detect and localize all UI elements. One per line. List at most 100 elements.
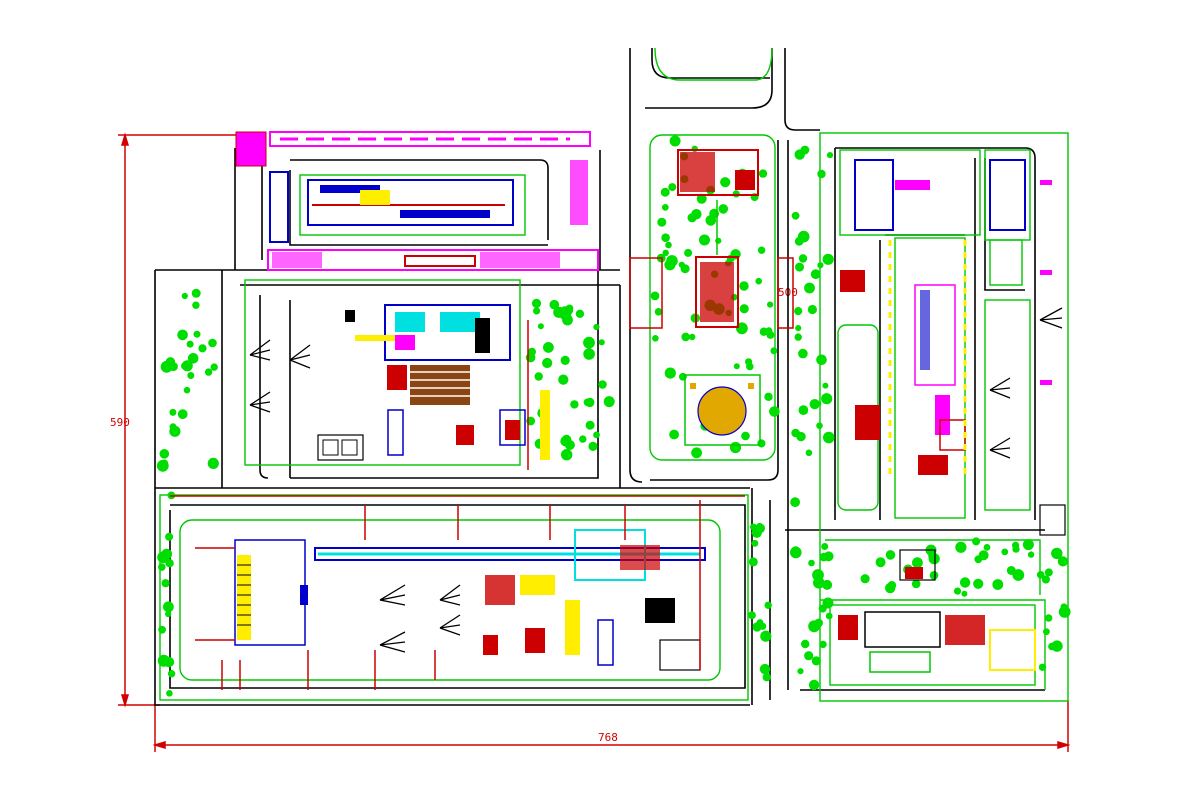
tree-icon [823, 431, 835, 444]
tree-icon [666, 255, 678, 267]
tree-icon [583, 336, 595, 349]
site-boundaries [159, 47, 1069, 702]
tree-icon [542, 357, 553, 369]
tree-icon [165, 610, 172, 618]
tree-icon [765, 327, 773, 334]
tree-icon [1027, 551, 1035, 558]
tree-icon [813, 577, 825, 589]
tree-icon [191, 288, 201, 298]
tree-icon [790, 497, 800, 508]
tree-icon [543, 342, 554, 353]
tree-icon [159, 449, 170, 459]
tree-icon [757, 439, 766, 448]
tree-icon [794, 236, 804, 246]
tree-icon [579, 435, 587, 443]
tree-icon [973, 578, 984, 589]
tree-icon [165, 559, 174, 568]
tree-icon [1045, 614, 1053, 622]
tree-icon [177, 409, 188, 420]
tree-icon [1043, 628, 1050, 636]
tree-icon [825, 612, 833, 620]
tree-icon [819, 640, 827, 649]
tree-icon [661, 233, 670, 242]
tree-icon [575, 309, 585, 318]
tree-icon [953, 587, 962, 595]
tree-icon [911, 579, 921, 589]
tree-icon [747, 611, 756, 620]
width-dimension-label: 768 [598, 731, 618, 744]
dimension-width [152, 700, 1071, 752]
tree-icon [758, 169, 768, 178]
tree-icon [756, 522, 764, 530]
tree-icon [1038, 663, 1047, 671]
tree-icon [992, 579, 1004, 590]
tree-icon [759, 663, 771, 675]
tree-icon [167, 670, 176, 678]
tree-icon [181, 292, 188, 300]
tree-icon [165, 532, 174, 541]
tree-icon [165, 357, 176, 367]
tree-icon [818, 604, 827, 613]
tree-icon [669, 135, 681, 147]
tree-icon [1058, 606, 1071, 618]
tree-icon [796, 431, 806, 442]
tree-icon [603, 396, 615, 408]
tree-icon [961, 590, 968, 597]
central-west-block [249, 304, 550, 470]
tree-icon [1057, 556, 1068, 567]
tree-icon [668, 183, 677, 192]
tree-icon [559, 306, 572, 318]
tree-icon [823, 551, 834, 562]
tree-icon [764, 601, 772, 609]
tree-icon [598, 339, 605, 346]
tree-icon [720, 177, 731, 188]
tree-icon [186, 340, 194, 348]
tree-icon [1036, 571, 1045, 579]
tree-icon [729, 441, 742, 454]
tree-icon [797, 668, 804, 675]
tree-icon [821, 543, 829, 550]
tree-icon [1041, 575, 1050, 584]
tree-icon [549, 299, 560, 310]
tree-icon [795, 325, 802, 332]
tree-icon [816, 422, 823, 430]
tree-icon [669, 429, 679, 440]
tree-icon [650, 291, 660, 301]
tree-icon [817, 169, 826, 179]
tree-icon [822, 253, 834, 265]
tree-icon [794, 333, 802, 341]
tree-icon [798, 405, 809, 415]
tree-icon [741, 431, 750, 441]
tree-icon [687, 213, 697, 223]
tree-icon [811, 622, 818, 629]
tree-icon [558, 374, 569, 385]
tree-icon [570, 400, 579, 409]
tree-icon [732, 190, 740, 198]
tree-icon [798, 254, 808, 263]
tree-icon [739, 281, 749, 291]
tree-icon [929, 571, 939, 580]
tree-icon [691, 145, 698, 152]
tree-icon [664, 367, 676, 379]
tree-icon [166, 690, 173, 697]
tree-icon [1022, 539, 1034, 551]
tree-icon [748, 557, 758, 567]
tree-icon [770, 347, 778, 355]
tree-icon [860, 574, 870, 584]
tree-icon [791, 211, 800, 220]
tree-icon [678, 261, 685, 268]
tree-icon [684, 248, 693, 257]
tree-icon [654, 308, 663, 316]
tree-icon [598, 380, 607, 389]
tree-icon [1012, 545, 1020, 553]
tree-icon [769, 406, 780, 417]
tree-icon [804, 651, 814, 661]
tree-icon [1001, 548, 1009, 556]
tree-icon [795, 262, 804, 272]
tree-icon [593, 431, 600, 439]
tree-icon [983, 544, 991, 551]
tree-icon [757, 246, 766, 254]
tree-icon [705, 215, 717, 226]
tree-icon [826, 152, 834, 159]
tree-icon [593, 323, 600, 331]
